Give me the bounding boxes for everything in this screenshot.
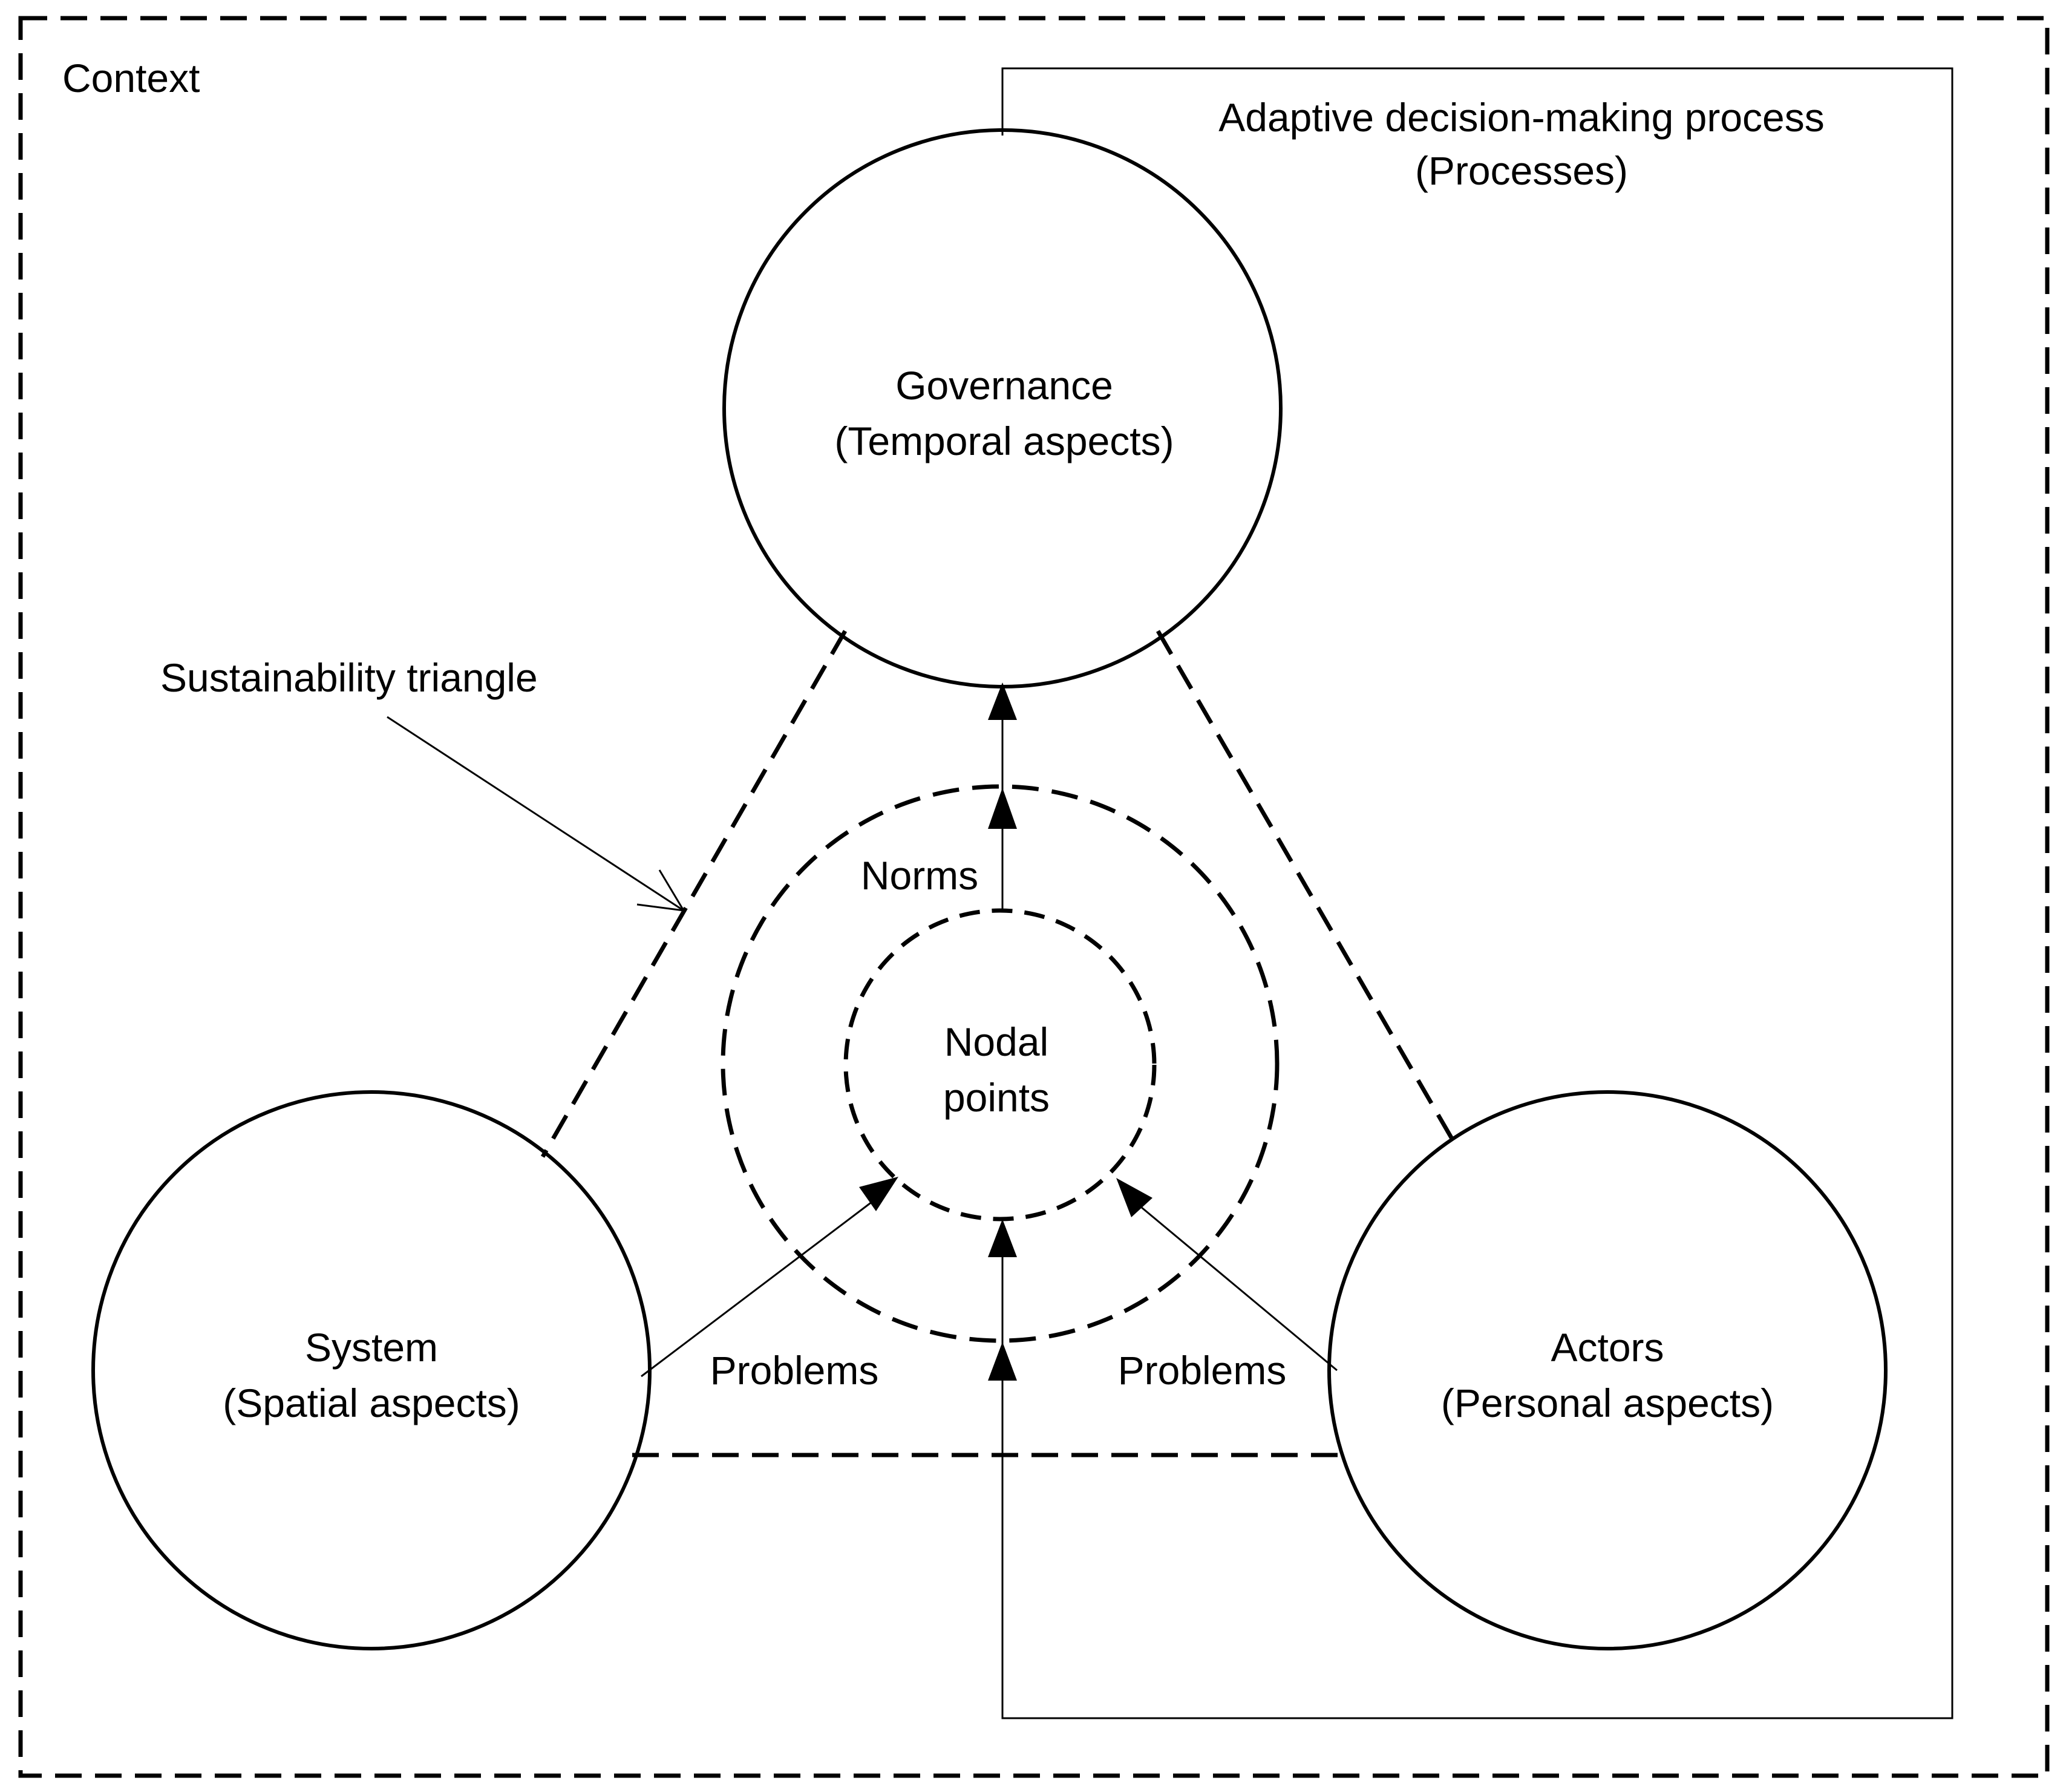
process-box-outline bbox=[1001, 67, 1953, 1719]
outer-dashed-ring bbox=[721, 784, 1280, 1343]
norms-label: Norms bbox=[861, 853, 978, 898]
nodal-points-line2: points bbox=[943, 1075, 1050, 1120]
context-frame bbox=[18, 16, 2050, 1778]
problems-right-arrow-shaft bbox=[1137, 1203, 1338, 1372]
triangle-edge-right bbox=[1156, 630, 1459, 1148]
problems-left-arrowhead bbox=[859, 1177, 898, 1211]
norms-arrowhead-ring bbox=[988, 788, 1017, 829]
governance-circle bbox=[722, 128, 1283, 688]
actors-line1: Actors bbox=[1551, 1325, 1664, 1370]
problems-right-label: Problems bbox=[1118, 1348, 1287, 1393]
process-title-line1: Adaptive decision-making process bbox=[1218, 95, 1825, 140]
problems-left-arrow-shaft bbox=[641, 1197, 878, 1378]
nodal-points-line1: Nodal bbox=[944, 1019, 1048, 1064]
sustainability-triangle-label: Sustainability triangle bbox=[160, 655, 538, 700]
process-arrowhead-nodal bbox=[988, 1219, 1017, 1257]
nodal-points-ring bbox=[843, 908, 1157, 1221]
context-label: Context bbox=[62, 56, 200, 100]
sustainability-pointer-line bbox=[387, 716, 684, 912]
sustainability-pointer-head bbox=[636, 869, 685, 912]
governance-line1: Governance bbox=[895, 363, 1113, 408]
triangle-edge-left bbox=[540, 630, 848, 1158]
governance-line2: (Temporal aspects) bbox=[834, 419, 1174, 463]
system-line1: System bbox=[305, 1325, 438, 1370]
actors-circle bbox=[1327, 1090, 1888, 1650]
problems-right-arrowhead bbox=[1116, 1178, 1152, 1217]
actors-line2: (Personal aspects) bbox=[1441, 1381, 1774, 1425]
problems-left-label: Problems bbox=[710, 1348, 879, 1393]
process-title-line2: (Processes) bbox=[1415, 148, 1628, 193]
norms-arrowhead-governance bbox=[988, 682, 1017, 720]
system-circle bbox=[91, 1090, 652, 1650]
system-line2: (Spatial aspects) bbox=[223, 1381, 520, 1425]
